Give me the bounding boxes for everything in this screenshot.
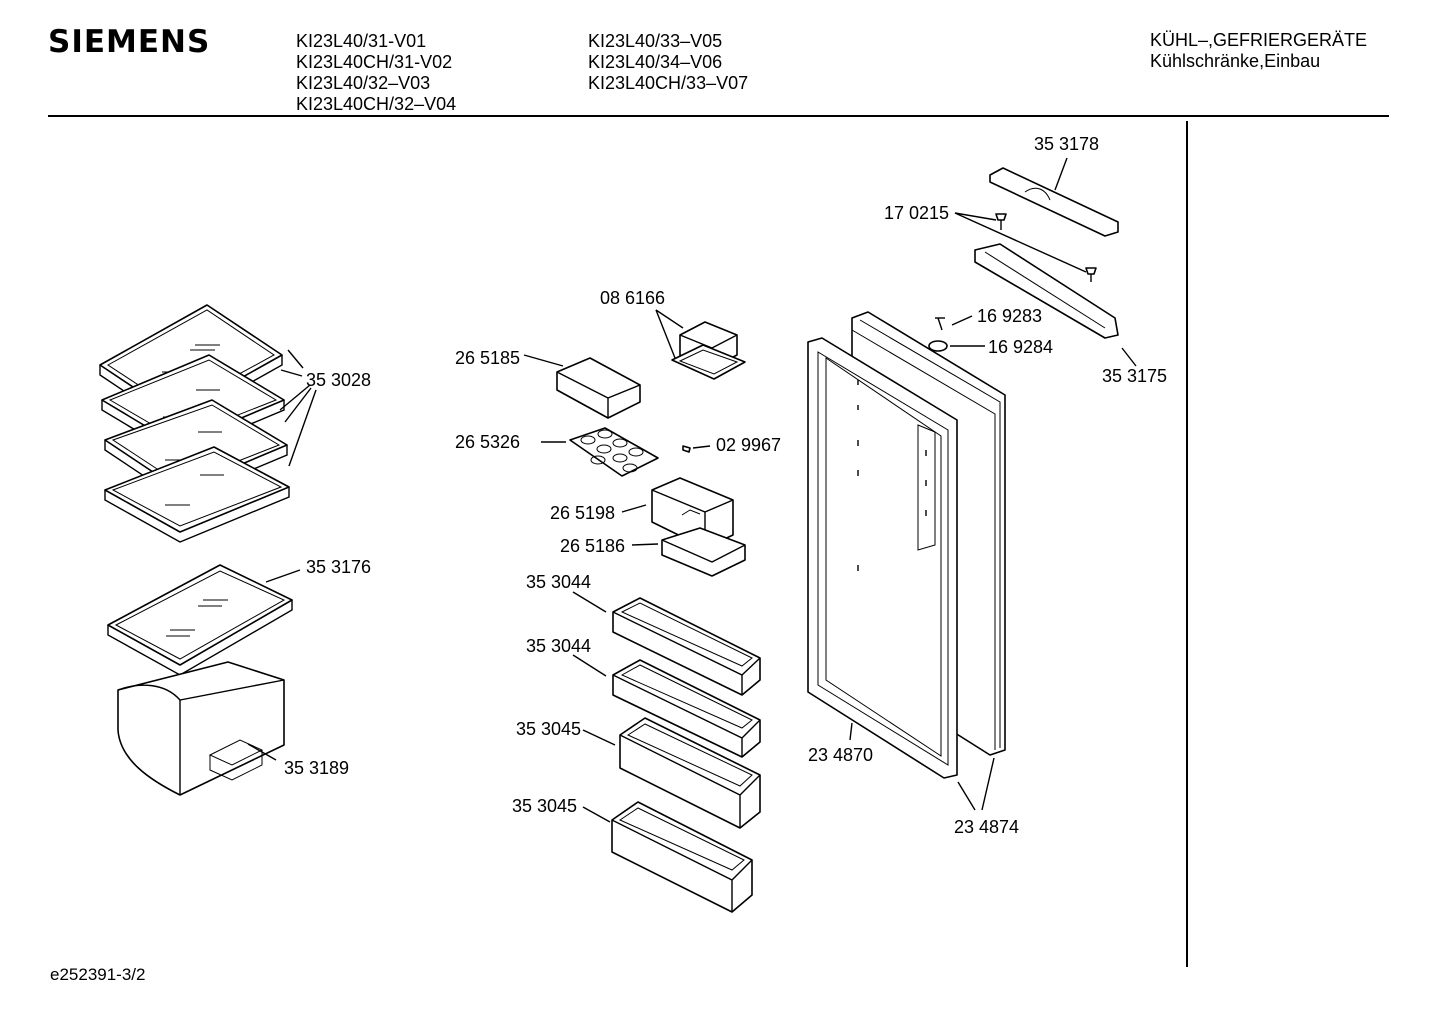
part-label: 35 3175	[1102, 366, 1167, 386]
part-label: 26 5186	[560, 536, 625, 556]
bottle-bin[interactable]	[611, 801, 753, 913]
model-number: KI23L40CH/31-V02	[296, 52, 453, 72]
part-label: 35 3189	[284, 758, 349, 778]
category-subtitle: Kühlschränke,Einbau	[1150, 51, 1321, 71]
model-number: KI23L40CH/33–V07	[588, 73, 749, 93]
butter-box[interactable]	[671, 321, 746, 380]
model-number: KI23L40/33–V05	[588, 31, 723, 51]
crisper-drawer[interactable]	[117, 661, 285, 796]
part-label: 35 3045	[512, 796, 577, 816]
side-divider	[1186, 121, 1188, 967]
part-labels: 35 3178 17 0215 16 9283 16 9284 35 3175 …	[284, 134, 1167, 837]
model-number: KI23L40/32–V03	[296, 73, 431, 93]
screw[interactable]	[995, 213, 1007, 230]
part-label: 35 3028	[306, 370, 371, 390]
door-bin[interactable]	[612, 659, 761, 758]
part-label: 35 3045	[516, 719, 581, 739]
model-list-col1: KI23L40/31-V01 KI23L40CH/31-V02 KI23L40/…	[296, 31, 456, 115]
part-label: 16 9283	[977, 306, 1042, 326]
part-label: 16 9284	[988, 337, 1053, 357]
part-label: 35 3178	[1034, 134, 1099, 154]
part-label: 23 4870	[808, 745, 873, 765]
part-label: 35 3176	[306, 557, 371, 577]
cap[interactable]	[928, 340, 948, 352]
part-label: 17 0215	[884, 203, 949, 223]
part-label: 08 6166	[600, 288, 665, 308]
glass-shelf-cover[interactable]	[107, 564, 293, 676]
part-label: 02 9967	[716, 435, 781, 455]
handle-bracket[interactable]	[974, 243, 1119, 339]
leader-lines	[247, 157, 1137, 823]
small-screw[interactable]	[682, 445, 691, 453]
door-bin[interactable]	[612, 597, 761, 696]
door-handle[interactable]	[989, 167, 1119, 237]
model-list-col2: KI23L40/33–V05 KI23L40/34–V06 KI23L40CH/…	[588, 31, 748, 94]
category-title: KÜHL–,GEFRIERGERÄTE	[1150, 30, 1368, 50]
model-number: KI23L40/34–V06	[588, 52, 723, 72]
part-label: 23 4874	[954, 817, 1019, 837]
part-label: 26 5198	[550, 503, 615, 523]
document-id: e252391-3/2	[50, 965, 146, 984]
part-label: 35 3044	[526, 636, 591, 656]
part-label: 35 3044	[526, 572, 591, 592]
pin[interactable]	[935, 317, 945, 331]
brand-logo: SIEMENS	[48, 24, 211, 60]
screw[interactable]	[1085, 267, 1097, 282]
category-block: KÜHL–,GEFRIERGERÄTE Kühlschränke,Einbau	[1150, 30, 1367, 72]
header-divider	[48, 115, 1389, 117]
small-tray[interactable]	[556, 357, 641, 419]
part-label: 26 5326	[455, 432, 520, 452]
model-number: KI23L40CH/32–V04	[296, 94, 457, 114]
model-number: KI23L40/31-V01	[296, 31, 427, 51]
dairy-compartment[interactable]	[651, 477, 734, 549]
part-label: 26 5185	[455, 348, 520, 368]
door-gasket[interactable]	[807, 337, 958, 779]
egg-tray[interactable]	[569, 427, 659, 477]
bottle-bin[interactable]	[619, 717, 761, 829]
dairy-flap[interactable]	[661, 527, 746, 577]
glass-shelf[interactable]	[104, 446, 290, 543]
